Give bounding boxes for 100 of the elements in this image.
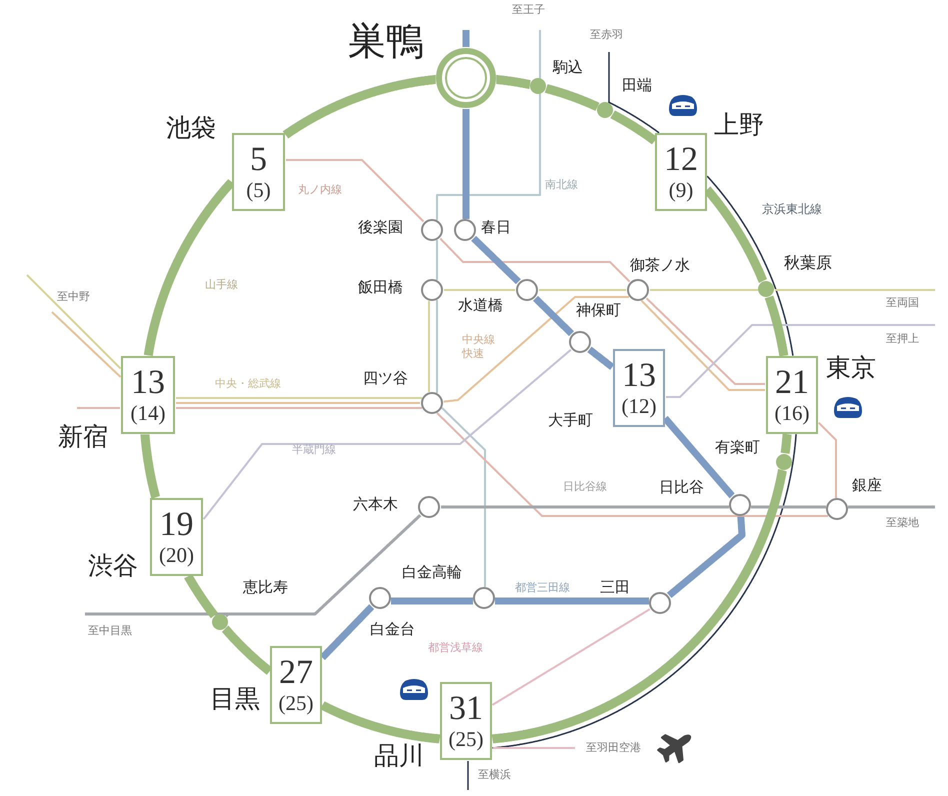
- rail-line: [436, 240, 438, 280]
- rail-line: [493, 747, 575, 749]
- rail-line: [706, 176, 794, 356]
- minutes-note: (20): [159, 543, 194, 567]
- rail-line: [443, 296, 629, 403]
- station-name: 池袋: [166, 115, 216, 140]
- station-name: 東京: [826, 355, 876, 380]
- destination-label: 至王子: [512, 3, 545, 17]
- rail-line: [84, 612, 230, 618]
- line-name: 中央線快速: [462, 333, 496, 360]
- rail-line: [202, 348, 572, 520]
- rail-line: [436, 30, 541, 220]
- travel-time-box: [150, 498, 203, 576]
- rail-line: [586, 346, 615, 370]
- rail-line: [818, 422, 837, 498]
- travel-time-box: [613, 349, 665, 427]
- rail-line: [51, 311, 122, 378]
- rail-line: [462, 28, 470, 50]
- rail-line: [492, 608, 650, 706]
- travel-time-box: [655, 133, 707, 211]
- rail-line: [176, 402, 420, 404]
- destination-label: 至築地: [886, 516, 919, 530]
- station-name: 六本木: [353, 497, 398, 512]
- station-name: 銀座: [852, 478, 882, 493]
- minutes-number: 31: [449, 691, 483, 727]
- rail-line: [666, 324, 935, 398]
- minutes-number: 13: [131, 365, 165, 401]
- line-name: 南北線: [545, 178, 578, 192]
- rail-line: [224, 514, 422, 618]
- rail-line: [750, 506, 826, 508]
- minutes-number: 5: [250, 142, 267, 178]
- destination-label: 至押上: [886, 332, 919, 346]
- minutes-number: 21: [775, 365, 809, 401]
- line-name: 山手線: [205, 278, 238, 292]
- station-name: 日比谷: [659, 480, 704, 495]
- travel-time-box: [121, 356, 175, 434]
- station-name: 恵比寿: [243, 580, 288, 595]
- station-name: 四ツ谷: [363, 371, 408, 386]
- rail-line: [436, 300, 438, 393]
- station-name: 上野: [714, 112, 764, 137]
- minutes-note: (25): [448, 727, 484, 751]
- destination-label: 至羽田空港: [586, 741, 641, 755]
- minutes-note: (14): [130, 401, 166, 425]
- destination-label: 至中目黒: [88, 624, 132, 638]
- minutes-note: (25): [278, 691, 314, 715]
- station-name: 目黒: [210, 686, 260, 711]
- minutes-number: 12: [664, 142, 698, 178]
- rail-line: [492, 434, 797, 749]
- line-name: 半蔵門線: [292, 443, 336, 457]
- station-name: 水道橋: [458, 298, 503, 313]
- destination-label: 至赤羽: [590, 28, 623, 42]
- rail-line: [77, 407, 120, 409]
- minutes-note: (12): [622, 394, 656, 418]
- station-name: 有楽町: [715, 440, 760, 455]
- rail-line: [539, 289, 626, 291]
- station-name: 春日: [481, 220, 511, 235]
- rail-line: [428, 301, 430, 392]
- line-name: 日比谷線: [563, 480, 607, 494]
- station-name: 田端: [622, 78, 652, 93]
- destination-label: 至横浜: [478, 768, 511, 782]
- station-name: 新宿: [58, 424, 108, 449]
- rail-line: [775, 289, 935, 291]
- rail-line: [608, 52, 610, 103]
- line-name: 丸ノ内線: [298, 183, 342, 197]
- minutes-note: (5): [246, 178, 271, 202]
- minutes-number: 13: [622, 358, 656, 394]
- destination-label: 至中野: [57, 290, 90, 304]
- minutes-note: (16): [774, 401, 810, 425]
- travel-time-box: [440, 682, 492, 760]
- travel-time-box: [232, 133, 285, 211]
- minutes-note: (9): [668, 178, 694, 202]
- station-name: 白金高輪: [402, 565, 462, 580]
- rail-line: [462, 106, 470, 222]
- rail-line: [666, 514, 746, 598]
- rail-line: [848, 506, 936, 508]
- line-name: 都営浅草線: [428, 641, 483, 655]
- station-name: 駒込: [553, 60, 583, 75]
- rail-line: [470, 236, 522, 284]
- destination-label: 至両国: [886, 296, 919, 310]
- rail-line: [440, 506, 730, 508]
- travel-time-box: [270, 646, 322, 724]
- rail-line: [286, 159, 424, 222]
- minutes-number: 27: [279, 655, 313, 691]
- rail-line: [542, 84, 602, 112]
- station-name: 飯田橋: [358, 280, 403, 295]
- station-name: 三田: [600, 580, 630, 595]
- rail-line: [444, 289, 515, 291]
- station-name: 白金台: [370, 622, 415, 637]
- rail-line: [436, 412, 828, 517]
- station-name: 大手町: [548, 413, 593, 428]
- line-name: 中央・総武線: [215, 377, 281, 391]
- line-name: 都営三田線: [515, 581, 570, 595]
- station-name: 秋葉原: [784, 255, 832, 271]
- station-name: 品川: [374, 743, 424, 768]
- minutes-number: 19: [160, 507, 194, 543]
- rail-line: [176, 397, 422, 399]
- rail-line: [176, 407, 422, 409]
- rail-line: [532, 296, 574, 336]
- rail-line: [650, 289, 758, 291]
- line-name: 京浜東北線: [762, 202, 822, 217]
